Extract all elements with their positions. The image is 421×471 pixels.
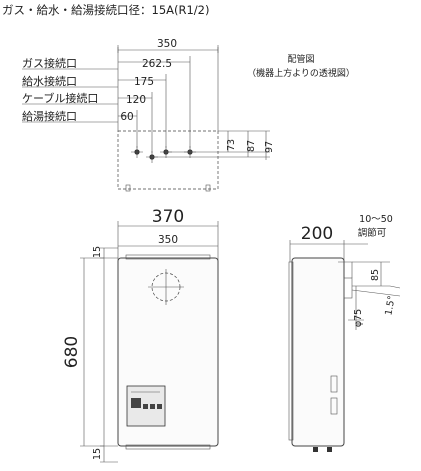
wall-plate: [288, 261, 294, 441]
panel-button-3: [157, 404, 162, 409]
panel-button-2: [150, 404, 155, 409]
bottom-fitting-1: [313, 447, 318, 452]
dim-175: 175: [134, 76, 154, 88]
dim-97: 97: [264, 141, 275, 153]
dim-overall-width: 370: [152, 207, 184, 227]
piping-diagram-subtitle: （機器上方よりの透視図）: [247, 67, 355, 79]
dim-73: 73: [226, 139, 237, 151]
unit-body-side: [291, 257, 345, 447]
dim-262-5: 262.5: [142, 58, 172, 70]
dim-inner-width: 350: [158, 234, 178, 246]
dim-height: 680: [62, 336, 82, 368]
dim-350-top: 350: [157, 38, 177, 50]
louver-upper: [330, 375, 338, 393]
label-cable: ケーブル接続口: [22, 91, 98, 105]
label-water-in: 給水接続口: [22, 74, 77, 88]
mount-tab-left: [125, 184, 131, 192]
connection-size-title: ガス・給水・給湯接続口径：15A(R1/2): [2, 3, 209, 17]
label-hot-water: 給湯接続口: [22, 109, 77, 123]
bottom-bracket: [125, 444, 211, 450]
piping-diagram-title: 配管図: [287, 53, 314, 65]
dim-60: 60: [120, 111, 133, 123]
display-window: [131, 398, 141, 408]
panel-button-1: [143, 404, 148, 409]
piping-top-view: 350 262.5 175 120 60 ガス接続口 給水接続口 ケーブル接続口…: [22, 38, 355, 192]
dim-top-margin: 15: [92, 246, 103, 258]
top-bracket: [125, 254, 211, 260]
label-gas: ガス接続口: [22, 56, 77, 70]
flue-pipe-side: [343, 277, 353, 299]
mount-tab-right: [205, 184, 211, 192]
dim-bottom-margin: 15: [92, 448, 103, 460]
dim-120: 120: [126, 94, 146, 106]
dim-slope: 1.5°: [383, 295, 397, 316]
adjust-range: 10〜50: [359, 214, 393, 225]
bottom-fitting-2: [327, 447, 332, 452]
dim-depth: 200: [301, 224, 333, 244]
louver-lower: [330, 397, 338, 415]
front-view: 370 350 15 680 15: [62, 207, 219, 463]
dim-87: 87: [246, 140, 257, 152]
port-marks: [131, 146, 196, 163]
side-view: 200 10〜50 調節可 85 φ75 1.5°: [288, 214, 401, 452]
adjust-label: 調節可: [358, 227, 387, 239]
dim-flue-diameter: φ75: [353, 309, 364, 327]
dim-flue-offset: 85: [370, 269, 381, 281]
unit-outline-top: [117, 130, 219, 190]
